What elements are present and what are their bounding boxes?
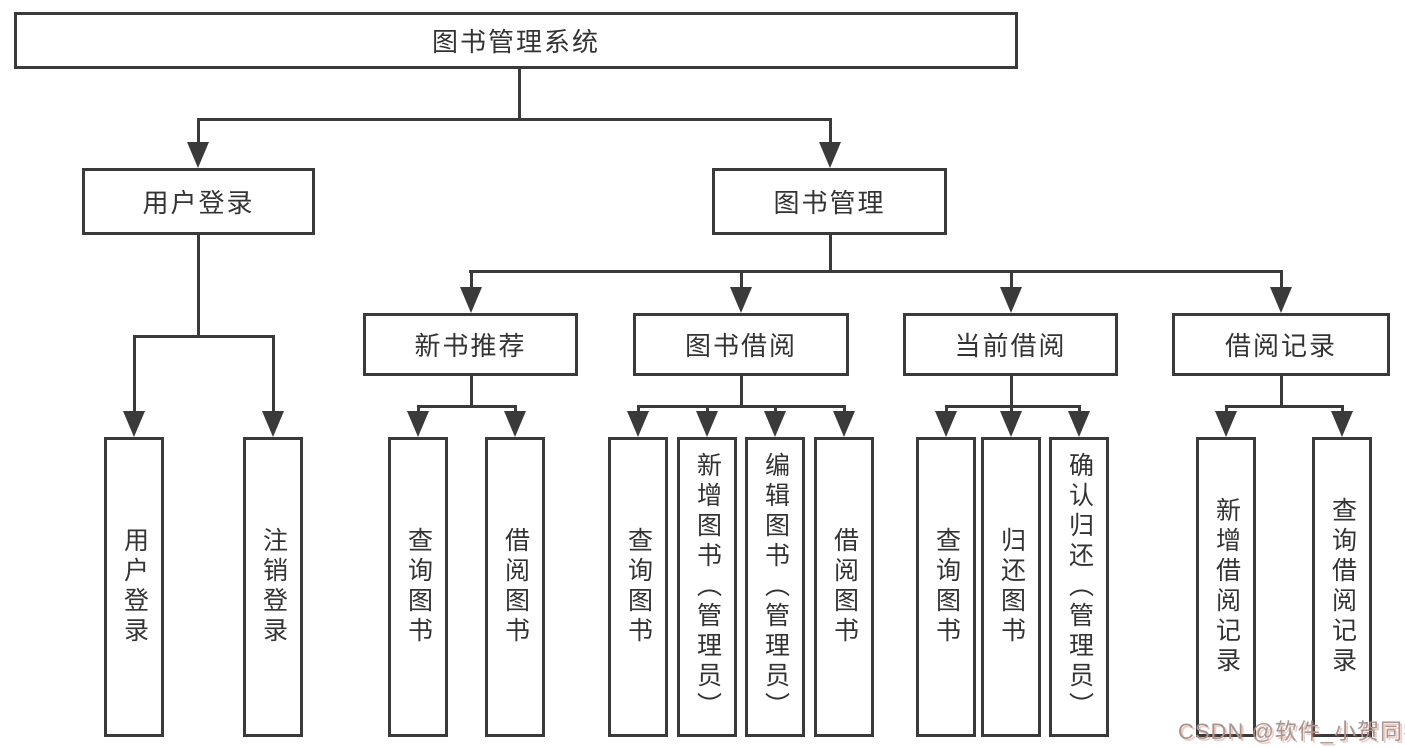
connector-vertical-line <box>1340 405 1344 415</box>
connector-vertical-line <box>828 235 832 270</box>
arrowhead-down-icon <box>1000 287 1022 313</box>
node-leaf-logout-label: 注销登录 <box>259 527 288 647</box>
node-leaf-query-books-borrowing-label: 查询图书 <box>624 527 653 647</box>
arrowhead-down-icon <box>123 411 145 437</box>
node-book-borrowing-label: 图书借阅 <box>684 331 797 361</box>
arrowhead-down-icon <box>819 142 841 168</box>
arrowhead-down-icon <box>935 411 957 437</box>
node-leaf-borrow-books-borrowing: 借阅图书 <box>814 437 874 737</box>
node-root-library-management-system: 图书管理系统 <box>14 12 1018 69</box>
node-leaf-query-books-current: 查询图书 <box>916 437 976 737</box>
node-leaf-query-borrow-record-label: 查询借阅记录 <box>1328 497 1357 677</box>
node-leaf-query-books-newrec: 查询图书 <box>388 437 448 737</box>
connector-vertical-line <box>1279 270 1283 290</box>
node-borrowing-records-label: 借阅记录 <box>1224 331 1337 361</box>
connector-vertical-line <box>842 405 846 415</box>
connector-vertical-line <box>196 235 200 335</box>
connector-vertical-line <box>271 335 275 415</box>
node-root-label: 图书管理系统 <box>431 27 600 57</box>
connector-horizontal-line <box>469 270 1283 273</box>
node-book-borrowing: 图书借阅 <box>633 313 849 376</box>
arrowhead-down-icon <box>833 411 855 437</box>
node-book-management: 图书管理 <box>712 168 947 235</box>
connector-vertical-line <box>196 118 200 146</box>
node-leaf-query-borrow-record: 查询借阅记录 <box>1312 437 1372 737</box>
connector-vertical-line <box>705 405 709 415</box>
connector-vertical-line <box>517 69 521 118</box>
connector-vertical-line <box>636 405 640 415</box>
node-leaf-add-borrow-record: 新增借阅记录 <box>1196 437 1256 737</box>
node-leaf-logout: 注销登录 <box>243 437 303 737</box>
connector-horizontal-line <box>133 335 275 338</box>
connector-horizontal-line <box>417 405 517 408</box>
connector-vertical-line <box>739 270 743 290</box>
node-leaf-edit-book-admin-label: 编辑图书（管理员） <box>761 452 790 722</box>
node-leaf-add-borrow-record-label: 新增借阅记录 <box>1212 497 1241 677</box>
node-leaf-query-books-current-label: 查询图书 <box>932 527 961 647</box>
node-current-borrowing-label: 当前借阅 <box>954 331 1067 361</box>
connector-vertical-line <box>1009 405 1013 415</box>
connector-vertical-line <box>513 405 517 415</box>
arrowhead-down-icon <box>1068 411 1090 437</box>
connector-vertical-line <box>1224 405 1228 415</box>
node-current-borrowing: 当前借阅 <box>903 313 1118 376</box>
arrowhead-down-icon <box>262 411 284 437</box>
connector-vertical-line <box>1077 405 1081 415</box>
connector-vertical-line <box>773 405 777 415</box>
arrowhead-down-icon <box>764 411 786 437</box>
connector-vertical-line <box>944 405 948 415</box>
node-new-book-recommendation: 新书推荐 <box>363 313 578 376</box>
node-leaf-borrow-books-newrec: 借阅图书 <box>485 437 545 737</box>
connector-vertical-line <box>828 118 832 146</box>
arrowhead-down-icon <box>504 411 526 437</box>
csdn-watermark: CSDN @软件_小贺同学 <box>1178 719 1405 744</box>
arrowhead-down-icon <box>187 142 209 168</box>
node-user-login: 用户登录 <box>82 168 315 235</box>
connector-horizontal-line <box>637 405 846 408</box>
connector-horizontal-line <box>1225 405 1344 408</box>
node-leaf-user-login: 用户登录 <box>104 437 164 737</box>
arrowhead-down-icon <box>460 287 482 313</box>
node-book-management-label: 图书管理 <box>773 188 886 218</box>
node-leaf-edit-book-admin: 编辑图书（管理员） <box>745 437 805 737</box>
connector-vertical-line <box>739 376 743 405</box>
node-leaf-add-book-admin: 新增图书（管理员） <box>677 437 737 737</box>
arrowhead-down-icon <box>627 411 649 437</box>
node-leaf-borrow-books-borrowing-label: 借阅图书 <box>830 527 859 647</box>
arrowhead-down-icon <box>1215 411 1237 437</box>
connector-vertical-line <box>132 335 136 415</box>
arrowhead-down-icon <box>407 411 429 437</box>
arrowhead-down-icon <box>1270 287 1292 313</box>
node-leaf-user-login-label: 用户登录 <box>120 527 149 647</box>
connector-vertical-line <box>469 270 473 290</box>
node-leaf-return-book-label: 归还图书 <box>997 527 1026 647</box>
connector-horizontal-line <box>945 405 1081 408</box>
node-leaf-borrow-books-newrec-label: 借阅图书 <box>501 527 530 647</box>
arrowhead-down-icon <box>696 411 718 437</box>
node-leaf-add-book-admin-label: 新增图书（管理员） <box>693 452 722 722</box>
connector-vertical-line <box>416 405 420 415</box>
node-leaf-return-book: 归还图书 <box>981 437 1041 737</box>
node-borrowing-records: 借阅记录 <box>1172 313 1390 376</box>
node-leaf-query-books-borrowing: 查询图书 <box>608 437 668 737</box>
node-new-book-recommendation-label: 新书推荐 <box>414 331 527 361</box>
connector-vertical-line <box>469 376 473 405</box>
connector-vertical-line <box>1279 376 1283 405</box>
node-user-login-label: 用户登录 <box>142 188 255 218</box>
connector-horizontal-line <box>197 118 831 121</box>
node-leaf-confirm-return-admin: 确认归还（管理员） <box>1049 437 1109 737</box>
connector-vertical-line <box>1009 270 1013 290</box>
arrowhead-down-icon <box>1331 411 1353 437</box>
arrowhead-down-icon <box>730 287 752 313</box>
arrowhead-down-icon <box>1000 411 1022 437</box>
node-leaf-confirm-return-admin-label: 确认归还（管理员） <box>1065 452 1094 722</box>
node-leaf-query-books-newrec-label: 查询图书 <box>404 527 433 647</box>
connector-vertical-line <box>1009 376 1013 405</box>
